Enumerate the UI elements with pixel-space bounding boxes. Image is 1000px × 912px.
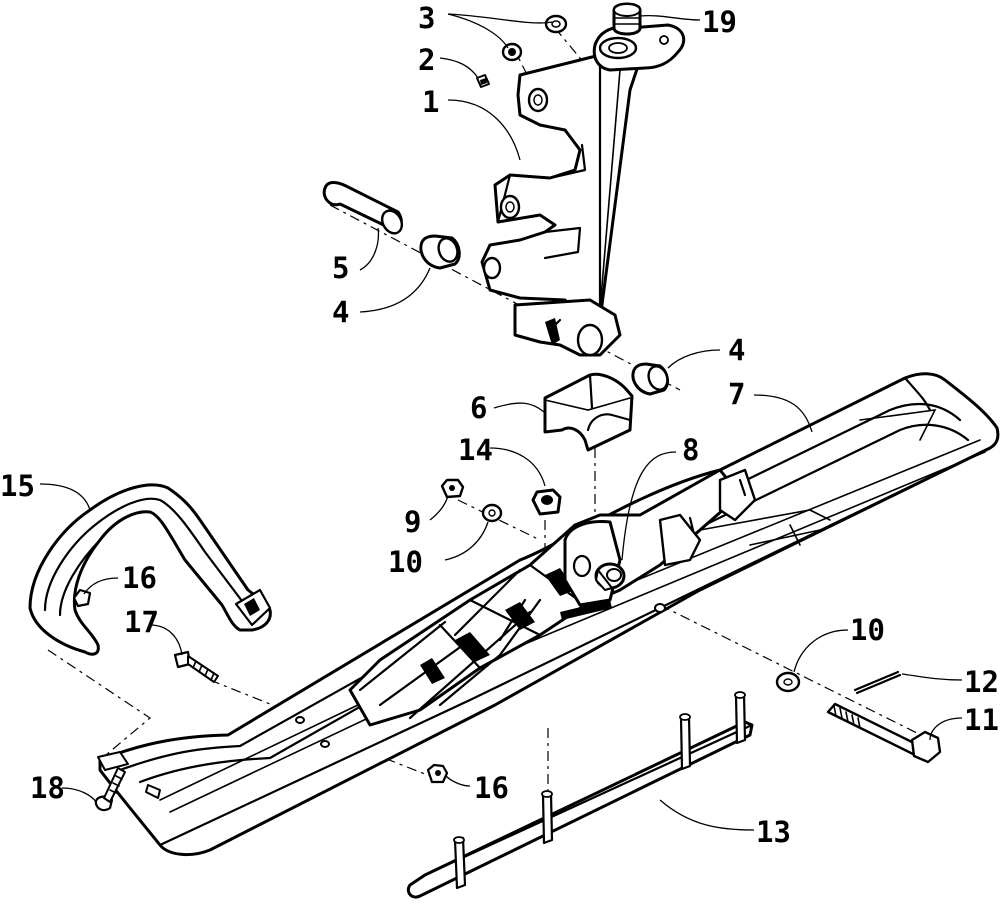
callout-10-right: 10 (850, 613, 885, 647)
callout-4-upper: 4 (332, 295, 349, 329)
callout-17: 17 (124, 605, 159, 639)
washer-3-upper (544, 14, 568, 34)
cap-19 (612, 2, 642, 36)
nut-9 (440, 478, 465, 499)
callout-10-left: 10 (388, 545, 423, 579)
callout-16-upper: 16 (122, 561, 157, 595)
callout-15: 15 (0, 469, 35, 503)
callout-18: 18 (30, 771, 65, 805)
callout-2: 2 (418, 43, 435, 77)
bushing-4-upper (419, 234, 461, 270)
nut-16-upper (72, 588, 92, 608)
sleeve-5 (322, 181, 404, 235)
grease-fitting-2 (476, 74, 490, 88)
bolt-18 (94, 767, 126, 812)
callout-8: 8 (682, 433, 699, 467)
callout-4-lower: 4 (728, 333, 745, 367)
ski-loop-15 (28, 483, 272, 656)
wear-pad-6 (543, 372, 634, 452)
spindle-1 (480, 23, 686, 357)
callout-11: 11 (964, 703, 999, 737)
ski-saddle-truss (348, 468, 831, 727)
callout-3: 3 (418, 1, 435, 35)
callout-12: 12 (964, 665, 999, 699)
callout-5: 5 (332, 251, 349, 285)
callout-16-lower: 16 (474, 771, 509, 805)
callout-7: 7 (728, 377, 745, 411)
carbide-runner-13 (406, 691, 754, 899)
callout-19: 19 (702, 5, 737, 39)
callout-14: 14 (458, 433, 493, 467)
callout-labels: 3 2 1 19 5 4 4 6 7 8 14 9 10 10 12 11 13… (0, 1, 999, 849)
washer-3-lower (501, 42, 523, 62)
washer-10-right (775, 671, 801, 693)
nut-14 (531, 488, 562, 516)
bolt-11 (826, 702, 942, 764)
pivot-bushing-8 (594, 562, 626, 591)
cotter-pin-12 (853, 670, 902, 695)
bolt-17 (173, 650, 219, 683)
callout-9: 9 (404, 505, 421, 539)
callout-13: 13 (756, 815, 791, 849)
callout-1: 1 (422, 85, 439, 119)
washer-10-left (481, 503, 503, 523)
callout-6: 6 (470, 391, 487, 425)
bushing-4-lower (631, 362, 669, 396)
leader-lines (39, 13, 963, 831)
nut-16-lower (426, 763, 449, 784)
